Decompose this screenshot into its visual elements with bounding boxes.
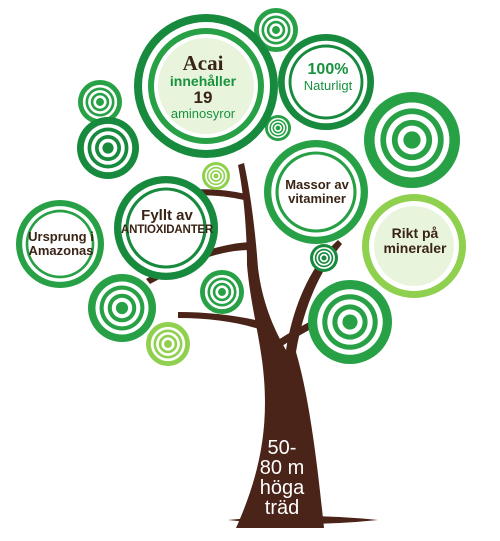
origin-line1: Ursprung i xyxy=(28,229,94,244)
origin-label: Ursprung i Amazonas xyxy=(18,230,104,257)
antioxidants-line2: ANTIOXIDANTER xyxy=(121,223,213,236)
vitamins-line1: Massor av xyxy=(285,177,349,192)
tree-trunk xyxy=(236,163,342,528)
height-line4: träd xyxy=(264,497,300,519)
antioxidants-line1: Fyllt av xyxy=(141,207,193,224)
acai-line4: aminosyror xyxy=(170,105,236,121)
acai-label: Acai innehåller 19 aminosyror xyxy=(155,52,251,120)
vitamins-label: Massor av vitaminer xyxy=(272,178,362,205)
height-label: 50- 80 m höga träd xyxy=(250,438,314,518)
natural-line2: Naturligt xyxy=(303,77,353,93)
acai-line2: innehåller xyxy=(169,73,237,90)
branch-left xyxy=(146,242,250,284)
height-line2: 80 m xyxy=(259,457,305,479)
antioxidants-label: Fyllt av ANTIOXIDANTER xyxy=(118,208,216,236)
natural-label: 100% Naturligt xyxy=(285,61,371,93)
origin-line2: Amazonas xyxy=(28,242,94,258)
branch-left-low xyxy=(178,312,264,330)
acai-line1: Acai xyxy=(182,51,224,75)
minerals-line2: mineraler xyxy=(383,239,447,256)
vitamins-line2: vitaminer xyxy=(288,190,346,206)
natural-line1: 100% xyxy=(307,61,349,78)
acai-line3: 19 xyxy=(193,87,213,107)
minerals-line1: Rikt på xyxy=(391,225,439,241)
height-line1: 50- xyxy=(267,437,297,459)
circle-cluster xyxy=(16,8,466,366)
minerals-label: Rikt på mineraler xyxy=(372,226,458,255)
height-line3: höga xyxy=(259,477,305,499)
